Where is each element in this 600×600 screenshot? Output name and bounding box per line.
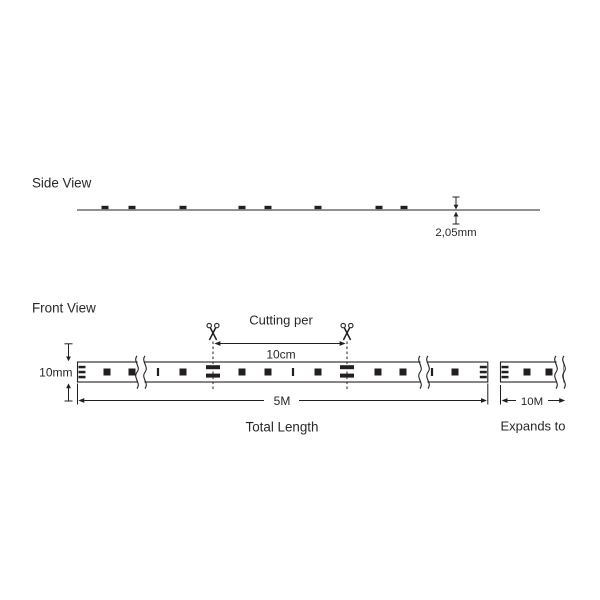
resistor-chip [156,368,160,376]
break-squiggle [426,355,430,389]
expansion-dimension [500,385,566,405]
led-chip [264,368,272,376]
arrow-left-icon [501,398,508,403]
led-chip [238,368,246,376]
arrow-up-icon [453,211,459,217]
height-label: 10mm [39,366,72,380]
break-squiggle [418,355,422,389]
led-chip [523,368,531,376]
side-led-chips [101,205,408,210]
led-chips [103,368,553,376]
scissors-icon [206,322,220,341]
side-led-chip [400,205,408,210]
pitch-label: 10cm [266,348,295,362]
break-squiggle [554,355,558,389]
solder-pad [479,375,487,379]
break-gap [137,356,145,389]
led-chip [451,368,459,376]
break-squiggle [562,355,566,389]
break-marks [135,355,566,389]
cutting-caption: Cutting per [249,313,313,328]
side-led-chip [264,205,272,210]
cut-point-pad [206,373,220,378]
led-chip [374,368,382,376]
solder-pad [479,365,487,369]
scissors-icon [340,322,354,341]
led-chip [399,368,407,376]
led-chip [545,368,553,376]
arrow-right-icon [559,398,566,403]
led-chip [179,368,187,376]
main-strip-body [76,361,489,383]
side-view-title: Side View [32,176,92,191]
resistor-chip [291,368,295,376]
solder-pads [78,365,509,379]
solder-pad [78,375,86,379]
solder-pad [479,370,487,374]
break-squiggle [135,355,139,389]
solder-pad [78,365,86,369]
led-chip [314,368,322,376]
cut-point-pad [340,373,354,378]
front-view: Front View Cutting per 10cm [32,301,566,435]
break-squiggle [143,355,147,389]
solder-pad [78,370,86,374]
arrow-down-icon [66,356,71,362]
side-led-chip [128,205,136,210]
side-view: Side View 2,05mm [32,176,540,239]
side-led-chip [314,205,322,210]
solder-pad [501,375,509,379]
thickness-dimension [452,196,460,225]
expansion-value: 10M [521,396,543,408]
arrow-right-icon [339,341,346,346]
solder-pad [501,365,509,369]
arrow-right-icon [481,398,487,403]
resistor-chips [156,368,434,376]
pitch-dimension [214,341,346,346]
expansion-caption: Expands to [500,419,565,434]
total-length-dimension [77,383,489,405]
arrow-up-icon [66,383,71,389]
side-led-chip [238,205,246,210]
arrow-left-icon [78,398,85,403]
thickness-label: 2,05mm [435,227,476,239]
led-chip [128,368,136,376]
break-gap [556,356,564,389]
scissors-icons [206,322,354,341]
arrow-left-icon [214,341,221,346]
solder-pad [501,370,509,374]
front-view-title: Front View [32,301,96,316]
height-dimension [64,343,73,402]
resistor-chip [430,368,434,376]
side-led-chip [101,205,109,210]
led-chip [103,368,111,376]
side-led-chip [375,205,383,210]
side-led-chip [179,205,187,210]
break-gap [420,356,428,389]
expansion-strip-body [499,361,564,383]
total-length-value: 5M [274,394,291,408]
arrow-down-icon [453,204,459,210]
total-length-caption: Total Length [246,420,319,435]
